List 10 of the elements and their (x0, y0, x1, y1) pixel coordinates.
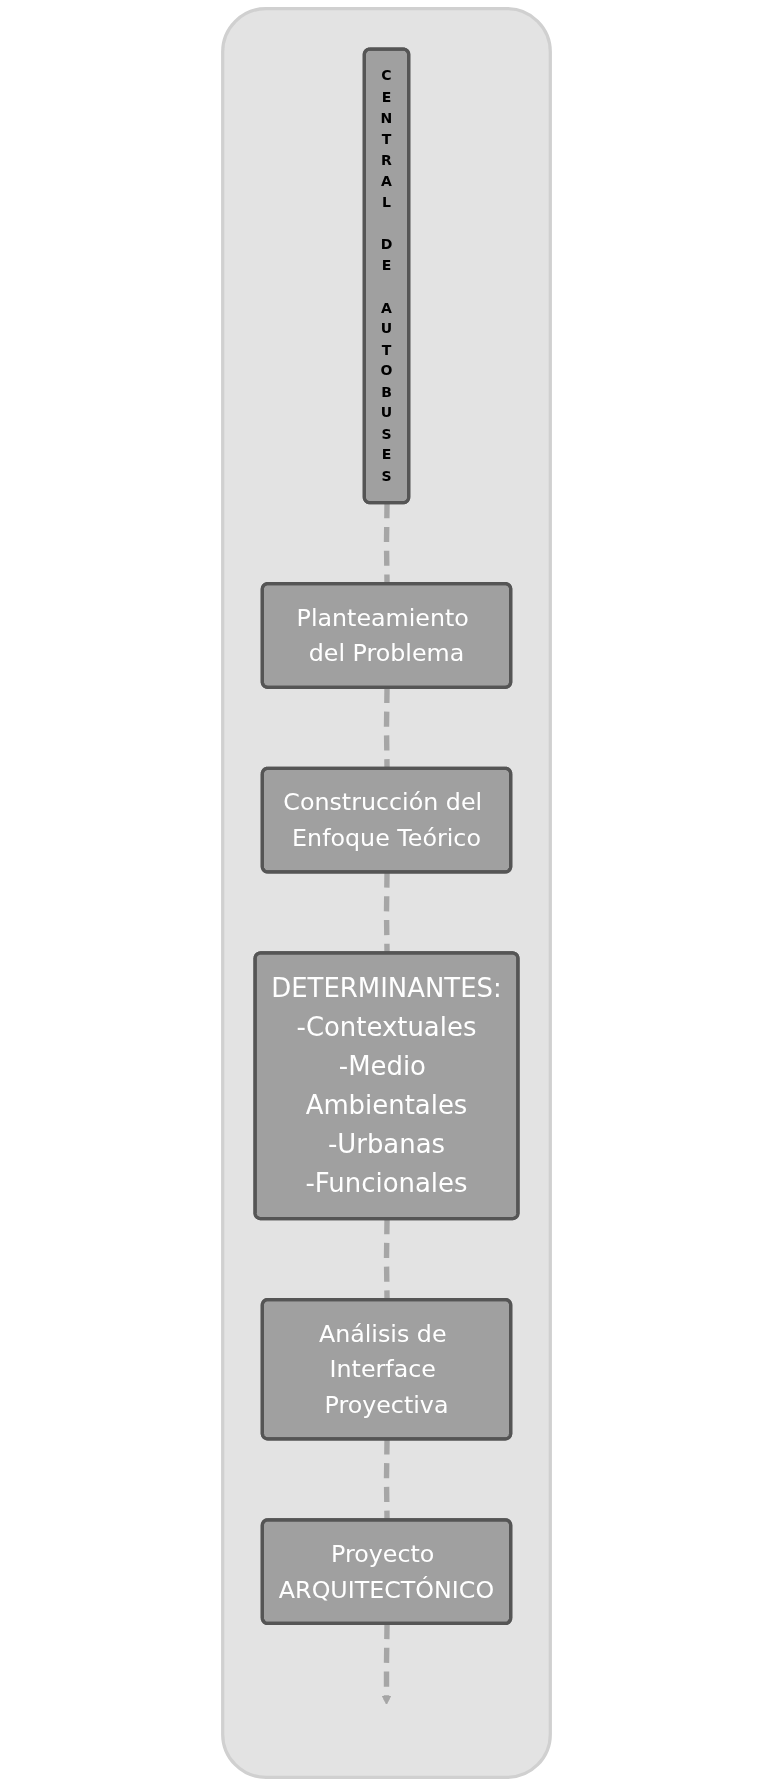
dashed-connector (383, 872, 390, 954)
process-box: Planteamiento del Problema (260, 582, 513, 689)
dashed-connector (381, 1624, 392, 1705)
process-box: DETERMINANTES: -Contextuales -Medio Ambientales -Urbanas -Funcionales (253, 951, 520, 1221)
dashed-connector (383, 687, 390, 769)
vertical-bar: CENTRAL DE AUTOBUSES (362, 47, 411, 505)
dashed-connector (383, 1439, 390, 1521)
process-box: Construcción del Enfoque Teórico (260, 766, 513, 874)
process-box: Análisis de Interface Proyectiva (260, 1297, 513, 1441)
process-box: Proyecto ARQUITECTÓNICO (260, 1518, 513, 1626)
